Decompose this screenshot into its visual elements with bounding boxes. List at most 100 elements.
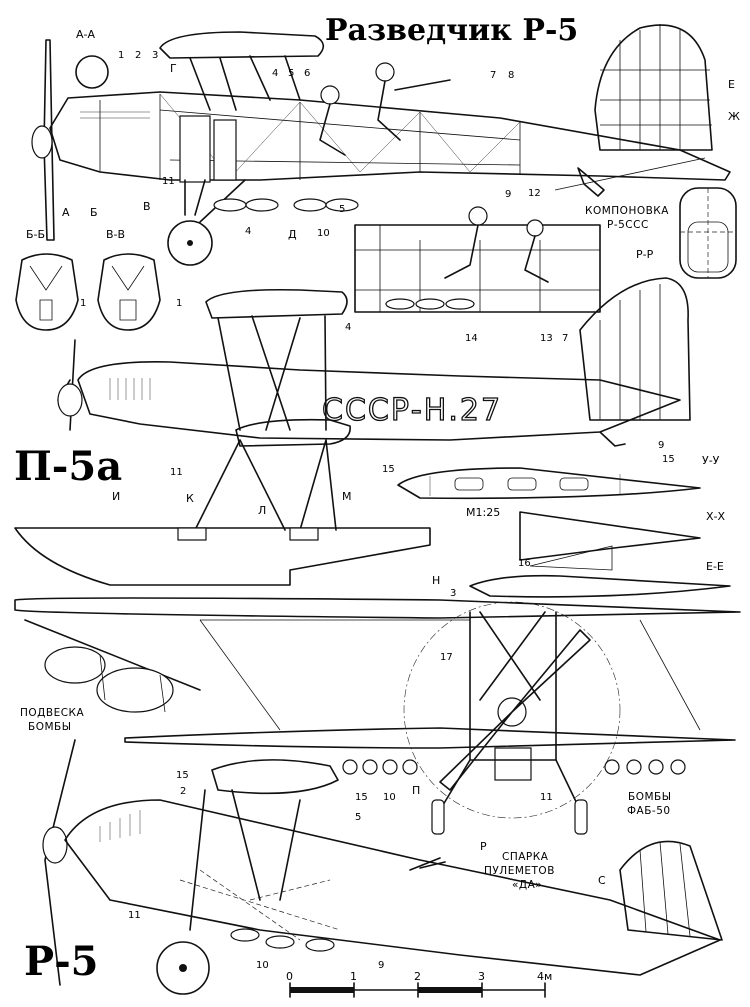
callout-11c: 11 [540, 792, 553, 803]
section-bb-shape [15, 253, 79, 331]
callout-1c: 1 [176, 298, 182, 309]
callout-9b: 9 [658, 440, 664, 451]
callout-8: 8 [508, 70, 514, 81]
callout-4: 4 [272, 68, 278, 79]
callout-11: 11 [162, 176, 175, 187]
callout-17: 17 [440, 652, 453, 663]
seaplane-fuselage [77, 361, 681, 441]
front-cabane [469, 611, 557, 761]
cowl-lines [80, 111, 150, 119]
bomb-nose [44, 646, 106, 684]
section-uu-profile [397, 467, 701, 500]
seaplane-side-view: СССР-Н.27 П-5а И К Л М Н 11 [14, 277, 691, 587]
oil-tank [213, 119, 237, 181]
callout-11d: 11 [128, 910, 141, 921]
bombs-caption-2: ФАБ-50 [627, 805, 671, 817]
fuel-tank [179, 115, 211, 183]
propeller-arc [403, 601, 621, 819]
section-aa-label: А-А [76, 28, 95, 41]
front-bombs-left [342, 759, 418, 775]
front-view: 3 17 10 11 П БОМБЫ ФАБ-50 [14, 588, 741, 835]
cut-mark-l: Л [258, 504, 266, 517]
front-upper-wing [14, 597, 741, 619]
scale-0: 0 [286, 970, 293, 983]
callout-3b: 3 [450, 588, 456, 599]
cut-mark-s: С [598, 874, 606, 887]
layout-r5sss-view: КОМПОНОВКА Р-5ССС 12 5 4 14 13 7 Р-Р [339, 187, 737, 344]
tailskid [577, 167, 605, 197]
section-aa-circle [75, 55, 109, 89]
cabane-struts [189, 55, 301, 111]
pilot-head [320, 85, 340, 105]
r5-louvers [99, 810, 141, 842]
callout-16: 16 [518, 558, 531, 569]
stabilizer-line [554, 157, 706, 191]
r5-upper-wing [211, 759, 339, 795]
seaplane-upper-wing [205, 288, 348, 319]
front-lower-wing [124, 727, 736, 749]
callout-7: 7 [490, 70, 496, 81]
seaplane-louvers [109, 378, 151, 400]
crew-bodies [319, 80, 401, 156]
front-wheel-right [574, 799, 588, 835]
callout-10c: 10 [256, 960, 269, 971]
front-wheel-left [431, 799, 445, 835]
front-propeller [439, 629, 591, 791]
callout-4c: 4 [345, 322, 351, 333]
seaplane-lower-wing [235, 418, 351, 447]
cut-mark-d: Д [288, 228, 297, 241]
callout-7b: 7 [562, 333, 568, 344]
float [14, 527, 431, 586]
bomb-mount-caption-1: ПОДВЕСКА [20, 707, 84, 719]
scale-3: 3 [478, 970, 485, 983]
r5-wheel [156, 941, 210, 995]
wing-sections: У-У 15 9 15 M1:25 Х-Х 16 Е-Е [382, 440, 731, 598]
section-ee-label: Е-Е [706, 560, 724, 573]
fin-rudder [594, 24, 713, 151]
scale-note: M1:25 [466, 506, 500, 519]
float-struts [194, 439, 337, 531]
r5-struts [189, 789, 301, 931]
gunner-head [375, 62, 395, 82]
fuselage-outline [49, 91, 731, 181]
r5-bombs [230, 928, 335, 952]
section-rr-label: Р-Р [636, 248, 654, 261]
cut-mark-p: П [412, 784, 420, 797]
cut-mark-e: Е [728, 78, 735, 91]
callout-12: 12 [528, 188, 541, 199]
cut-mark-v: В [143, 200, 151, 213]
callout-1b: 1 [80, 298, 86, 309]
cut-mark-b: Б [90, 206, 98, 219]
layout-frame [354, 224, 601, 313]
cut-mark-zh: Ж [728, 110, 740, 123]
cross-sections-bb-vv: Б-Б В-В 1 1 [15, 228, 182, 331]
section-hh-label: Х-Х [706, 510, 726, 523]
layout-gunner-head [526, 219, 544, 237]
callout-13: 13 [540, 333, 553, 344]
callout-11b: 11 [170, 467, 183, 478]
callout-2: 2 [135, 50, 141, 61]
r5-variant-label: Р-5 [24, 938, 99, 985]
callout-9: 9 [505, 189, 511, 200]
section-uu-label: У-У [702, 454, 720, 467]
guns-caption-3: «ДА» [512, 879, 542, 891]
scale-bar: 0 1 2 3 4м [286, 970, 552, 998]
r5-fuselage [64, 799, 721, 976]
callout-1: 1 [118, 50, 124, 61]
front-radiator [494, 747, 532, 781]
cut-mark-n: Н [432, 574, 440, 587]
bomb-mount-caption-2: БОМБЫ [28, 721, 72, 733]
callout-10b: 10 [383, 792, 396, 803]
seaplane-fin [579, 277, 691, 421]
bomb-row-top [213, 198, 359, 212]
cut-mark-r: Р [480, 840, 487, 853]
section-bb-label: Б-Б [26, 228, 45, 241]
callout-4b: 4 [245, 226, 251, 237]
main-wheel [167, 220, 213, 266]
section-hh-profile [519, 511, 701, 561]
scale-4m: 4м [537, 970, 552, 983]
scale-2: 2 [414, 970, 421, 983]
section-vv-shape [97, 253, 161, 331]
cutaway-side-view: А-А А Б В Г Д Е Ж 1 2 3 4 5 6 7 8 9 10 1… [31, 24, 740, 266]
